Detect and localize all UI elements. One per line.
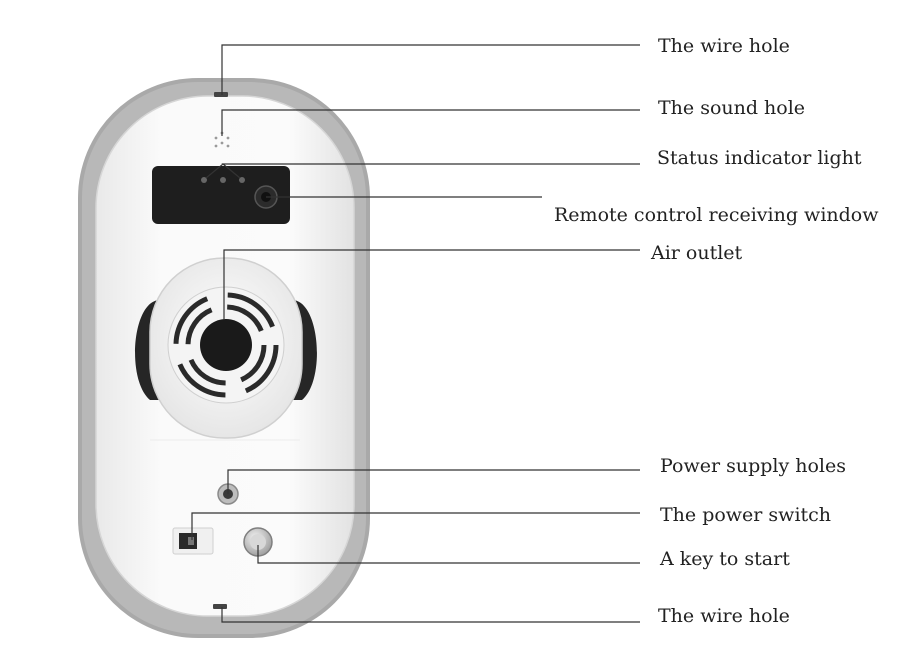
callout-label-sound-hole: The sound hole [658, 97, 806, 119]
callout-label-status-indicator: Status indicator light [657, 147, 862, 169]
speaker-holes-icon [214, 131, 230, 148]
leader-lines [191, 44, 640, 623]
led-icon [220, 177, 226, 183]
rocker-switch-icon [172, 527, 214, 555]
callout-label-air-outlet: Air outlet [651, 242, 743, 264]
leader-line-start-key [257, 545, 640, 564]
leader-line-status-indicator [205, 163, 640, 179]
air-outlet-icon [149, 257, 303, 439]
start-button-icon [243, 527, 273, 557]
wire-hole-top-slot [214, 92, 228, 97]
led-icon [239, 177, 245, 183]
callout-label-remote-window: Remote control receiving window [554, 204, 879, 226]
callout-label-power-supply-holes: Power supply holes [660, 455, 846, 477]
callout-label-wire-hole-top: The wire hole [658, 35, 790, 57]
leader-line-wire-hole-bottom [221, 607, 640, 623]
callout-label-power-switch: The power switch [660, 504, 832, 526]
wire-hole-bottom-slot [213, 604, 227, 609]
leader-line-power-switch [191, 512, 640, 540]
led-icon [201, 177, 207, 183]
status-panel [152, 166, 290, 224]
leader-line-wire-hole-top [221, 44, 640, 95]
callout-label-start-key: A key to start [660, 548, 790, 570]
leader-line-power-supply-holes [227, 469, 640, 494]
leader-line-sound-hole [221, 109, 640, 136]
leader-line-air-outlet [223, 249, 640, 320]
callout-label-wire-hole-bottom: The wire hole [658, 605, 790, 627]
